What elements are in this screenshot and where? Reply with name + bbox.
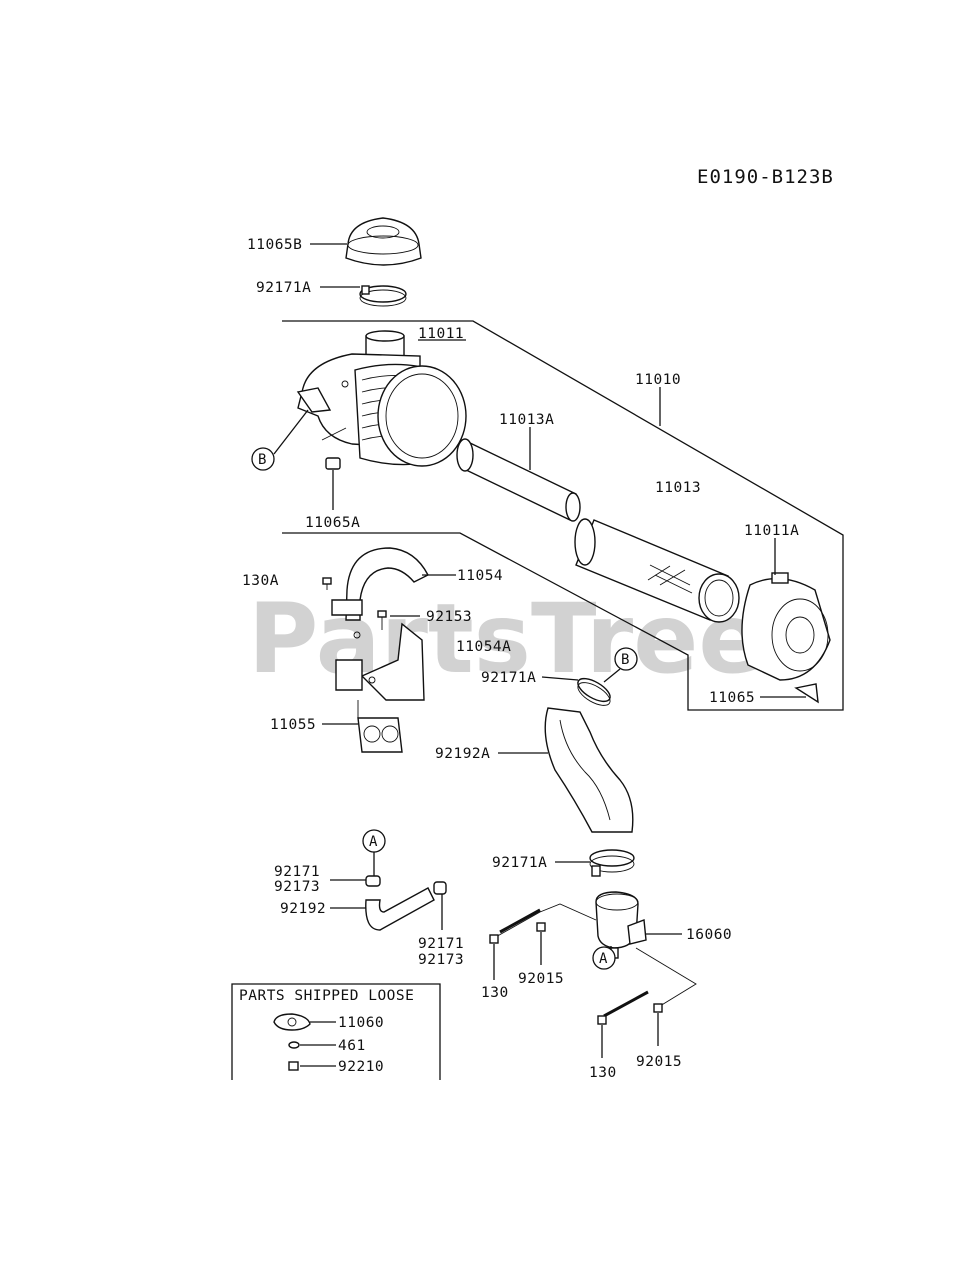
label-130-lower: 130 xyxy=(589,1065,617,1081)
clamp-92171-right[interactable] xyxy=(433,881,447,895)
label-11013A: 11013A xyxy=(499,412,554,428)
label-11054: 11054 xyxy=(457,568,503,584)
label-92171-left: 92171 xyxy=(274,864,320,880)
plate-11055[interactable] xyxy=(357,700,403,753)
label-92153: 92153 xyxy=(426,609,472,625)
assembly-outline-11010 xyxy=(282,320,844,711)
label-92015-lower: 92015 xyxy=(636,1054,682,1070)
bolt-130-lower[interactable] xyxy=(597,1015,607,1025)
label-92015-upper: 92015 xyxy=(518,971,564,987)
svg-text:A: A xyxy=(599,951,608,967)
label-11011: 11011 xyxy=(418,326,464,342)
label-11065: 11065 xyxy=(709,690,755,706)
nut-92015-lower[interactable] xyxy=(653,1003,663,1013)
valve-11065A[interactable] xyxy=(321,427,347,470)
bolt-130-upper[interactable] xyxy=(489,934,499,944)
label-92171A-mid: 92171A xyxy=(481,670,536,686)
strap-11054[interactable] xyxy=(331,547,429,621)
cover-11011A[interactable] xyxy=(741,572,831,681)
label-11054A: 11054A xyxy=(456,639,511,655)
svg-text:A: A xyxy=(369,834,378,850)
nut-92015-upper[interactable] xyxy=(536,922,546,932)
label-130A: 130A xyxy=(242,573,279,589)
clamp-92171A-top[interactable] xyxy=(359,285,407,307)
label-92192: 92192 xyxy=(280,901,326,917)
hose-92192[interactable] xyxy=(365,887,435,931)
cap-11065B[interactable] xyxy=(345,217,422,266)
label-92173-right: 92173 xyxy=(418,952,464,968)
clamp-92171-left[interactable] xyxy=(365,875,381,887)
bracket-11054A[interactable] xyxy=(335,622,425,701)
svg-text:B: B xyxy=(621,652,629,668)
callout-B-mid: B xyxy=(614,647,638,671)
label-11010: 11010 xyxy=(635,372,681,388)
hose-92192A[interactable] xyxy=(544,707,634,833)
nut-92210[interactable] xyxy=(288,1061,299,1071)
label-92173-left: 92173 xyxy=(274,879,320,895)
valve-11065[interactable] xyxy=(794,683,819,704)
svg-text:B: B xyxy=(258,452,266,468)
label-92171A-low: 92171A xyxy=(492,855,547,871)
stud-upper[interactable] xyxy=(499,908,541,934)
label-11065B: 11065B xyxy=(247,237,302,253)
callout-B-left: B xyxy=(251,447,275,471)
housing-11011[interactable] xyxy=(296,330,467,467)
loose-item-461: 461 xyxy=(338,1038,366,1054)
washer-461[interactable] xyxy=(288,1041,300,1049)
callout-A-left: A xyxy=(362,829,386,853)
loose-box-title: PARTS SHIPPED LOOSE xyxy=(239,988,414,1004)
label-92171A-top: 92171A xyxy=(256,280,311,296)
element-11013[interactable] xyxy=(574,518,740,623)
element-11013A[interactable] xyxy=(456,438,581,522)
clamp-92171A-mid[interactable] xyxy=(574,674,613,710)
label-11013: 11013 xyxy=(655,480,701,496)
loose-item-92210: 92210 xyxy=(338,1059,384,1075)
callout-A-right: A xyxy=(592,946,616,970)
label-11011A: 11011A xyxy=(744,523,799,539)
parts-shipped-loose-box: PARTS SHIPPED LOOSE 11060 461 92210 xyxy=(231,983,441,1080)
label-16060: 16060 xyxy=(686,927,732,943)
label-92171-right: 92171 xyxy=(418,936,464,952)
bolt-130A[interactable] xyxy=(322,577,332,590)
label-92192A: 92192A xyxy=(435,746,490,762)
label-11065A: 11065A xyxy=(305,515,360,531)
clamp-92171A-low[interactable] xyxy=(589,849,635,877)
label-130-upper: 130 xyxy=(481,985,509,1001)
loose-item-11060: 11060 xyxy=(338,1015,384,1031)
gasket-11060[interactable] xyxy=(273,1013,311,1031)
cup-16060[interactable] xyxy=(595,891,647,959)
stud-lower[interactable] xyxy=(603,990,649,1018)
label-11055: 11055 xyxy=(270,717,316,733)
bolt-92153[interactable] xyxy=(377,610,387,630)
diagram-code: E0190-B123B xyxy=(697,166,834,188)
